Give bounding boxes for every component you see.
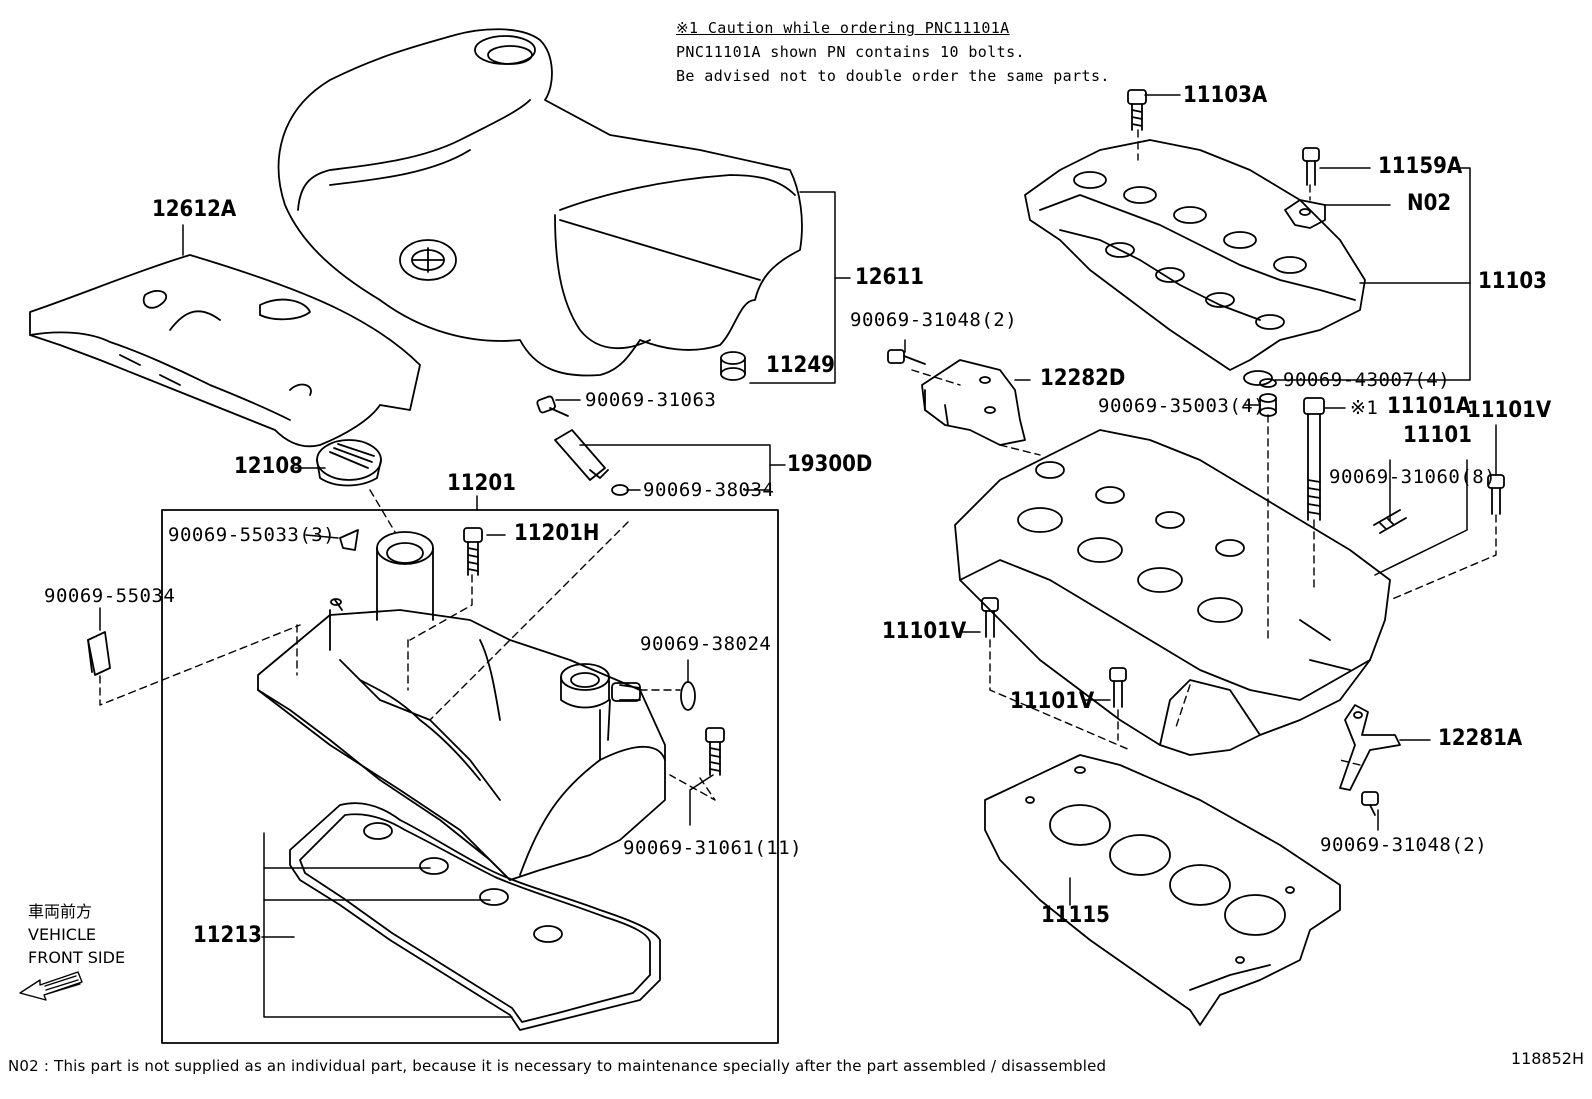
label-12282D[interactable]: 12282D: [1040, 366, 1126, 391]
label-90069-55033[interactable]: 90069-55033(3): [168, 524, 336, 546]
bracket-12281A: [1339, 704, 1401, 791]
label-N02[interactable]: N02: [1407, 191, 1452, 216]
label-90069-31061[interactable]: 90069-31061(11): [623, 837, 803, 859]
clip-90069-55034: [87, 631, 111, 676]
label-11201[interactable]: 11201: [447, 471, 516, 496]
vehicle-front-arrow: [19, 971, 83, 1001]
label-90069-38034[interactable]: 90069-38034: [643, 479, 775, 501]
label-90069-43007[interactable]: 90069-43007(4): [1283, 369, 1451, 391]
label-90069-55034[interactable]: 90069-55034: [44, 585, 176, 607]
label-90069-31048-lower[interactable]: 90069-31048(2): [1320, 834, 1488, 856]
cylinder-head-cover-box: [161, 509, 779, 1044]
bolt-11101A: [1303, 397, 1325, 521]
label-11115[interactable]: 11115: [1041, 903, 1110, 928]
label-19300D[interactable]: 19300D: [787, 452, 873, 477]
front-jp: 車両前方: [28, 902, 93, 921]
bolt-11159A: [1302, 147, 1320, 186]
label-11103A[interactable]: 11103A: [1183, 83, 1268, 108]
label-12281A[interactable]: 12281A: [1438, 726, 1523, 751]
part-N02: [1284, 199, 1326, 229]
label-12611[interactable]: 12611: [855, 265, 924, 290]
label-11201H[interactable]: 11201H: [514, 521, 600, 546]
leader-lines: [99, 94, 1497, 1018]
bolt-11201H: [463, 527, 483, 576]
label-11103[interactable]: 11103: [1478, 269, 1547, 294]
label-12612A[interactable]: 12612A: [152, 197, 237, 222]
label-11101[interactable]: 11101: [1403, 423, 1472, 448]
label-90069-31048-upper[interactable]: 90069-31048(2): [850, 309, 1018, 331]
label-90069-31063[interactable]: 90069-31063: [585, 389, 717, 411]
bolt-90069-31048-lower: [1361, 791, 1379, 816]
label-90069-31060[interactable]: 90069-31060(8): [1329, 466, 1497, 488]
grommet-11249: [720, 351, 746, 381]
label-11101A-mark: ※1: [1350, 397, 1379, 419]
label-90069-35003[interactable]: 90069-35003(4): [1098, 395, 1266, 417]
label-12108[interactable]: 12108: [234, 454, 303, 479]
front-line-1: VEHICLE: [28, 925, 96, 944]
cover-12612A: [29, 254, 421, 448]
label-11159A[interactable]: 11159A: [1378, 154, 1463, 179]
bolt-11103A: [1127, 89, 1147, 131]
diagram-code: 118852H: [1510, 1049, 1584, 1068]
label-90069-38024[interactable]: 90069-38024: [640, 633, 772, 655]
engine-cover-12611: [277, 28, 803, 377]
o-ring-90069-38024: [680, 681, 696, 711]
stud-90069-31060: [1373, 509, 1407, 534]
oil-filler-cap-12108: [316, 439, 382, 487]
head-gasket-11115: [984, 754, 1341, 1026]
label-11213[interactable]: 11213: [193, 923, 262, 948]
cylinder-head-11101: [954, 429, 1391, 756]
ring-90069-43007: [1243, 370, 1277, 388]
label-11249[interactable]: 11249: [766, 353, 835, 378]
label-11101V-top[interactable]: 11101V: [1467, 398, 1552, 423]
sensor-19300D: [554, 429, 629, 496]
cylinder-head-cover-11201: [257, 531, 666, 881]
caution-title: ※1 Caution while ordering PNC11101A: [676, 19, 1010, 37]
bolt-11101V-mid: [981, 597, 999, 638]
footnote-N02: N02 : This part is not supplied as an in…: [8, 1057, 1107, 1075]
label-11101A[interactable]: 11101A: [1387, 394, 1472, 419]
bolt-90069-31061: [705, 727, 725, 776]
camshaft-housing-11103: [1024, 139, 1366, 371]
bolt-90069-31048-upper: [887, 349, 926, 365]
caution-line-2: Be advised not to double order the same …: [676, 67, 1110, 85]
label-11101V-mid[interactable]: 11101V: [882, 619, 967, 644]
label-11101V-low[interactable]: 11101V: [1010, 689, 1095, 714]
bolt-11101V-low: [1109, 667, 1127, 708]
clip-90069-55033: [339, 529, 359, 551]
vehicle-front-note: 車両前方 VEHICLE FRONT SIDE: [28, 900, 125, 969]
assembly-dashed-lines: [99, 129, 1497, 801]
front-line-2: FRONT SIDE: [28, 948, 126, 967]
pin-90069-35003: [1259, 393, 1277, 417]
gasket-11213: [289, 802, 661, 1031]
caution-line-1: PNC11101A shown PN contains 10 bolts.: [676, 43, 1025, 61]
bracket-12282D: [921, 359, 1026, 446]
caution-note: ※1 Caution while ordering PNC11101A PNC1…: [676, 16, 1110, 88]
bolt-90069-31063: [536, 395, 569, 417]
